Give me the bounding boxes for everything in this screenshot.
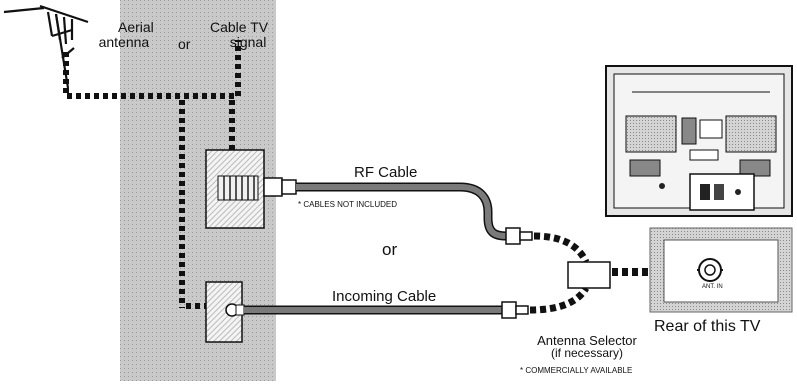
tv-jack-label: ANT. IN <box>702 284 723 290</box>
rf-cable-label: RF Cable <box>354 164 418 181</box>
antenna-selector-label: Antenna Selector (if necessary) <box>522 334 652 360</box>
antenna-label: Aerial antenna <box>94 20 154 50</box>
cable-tv-label-line1: Cable TV <box>210 19 269 35</box>
tv-rear-icon <box>605 65 793 217</box>
aerial-antenna-icon <box>3 4 89 89</box>
antenna-label-line2: antenna <box>98 34 150 50</box>
incoming-cable-label: Incoming Cable <box>332 288 437 305</box>
antenna-selector-box <box>567 261 611 289</box>
signal-path <box>63 40 241 309</box>
connection-or-label: or <box>382 240 398 259</box>
wall-plate-cable <box>205 281 245 343</box>
commercially-available-note: * COMMERCIALLY AVAILABLE <box>520 366 633 375</box>
tv-antenna-panel <box>649 227 793 313</box>
cable-tv-label-line2: signal <box>229 34 267 50</box>
source-or-label: or <box>178 36 191 52</box>
antenna-selector-title: Antenna Selector <box>537 333 637 348</box>
incoming-cable <box>244 301 529 319</box>
antenna-label-line1: Aerial <box>118 19 154 35</box>
wall-plate-rf <box>205 149 283 229</box>
rear-of-tv-label: Rear of this TV <box>654 318 761 335</box>
cables-note: * CABLES NOT INCLUDED <box>298 200 397 209</box>
antenna-selector-condition: (if necessary) <box>550 346 624 360</box>
cable-tv-label: Cable TV signal <box>210 20 268 50</box>
selector-leads <box>529 232 590 314</box>
rf-cable <box>281 179 533 245</box>
